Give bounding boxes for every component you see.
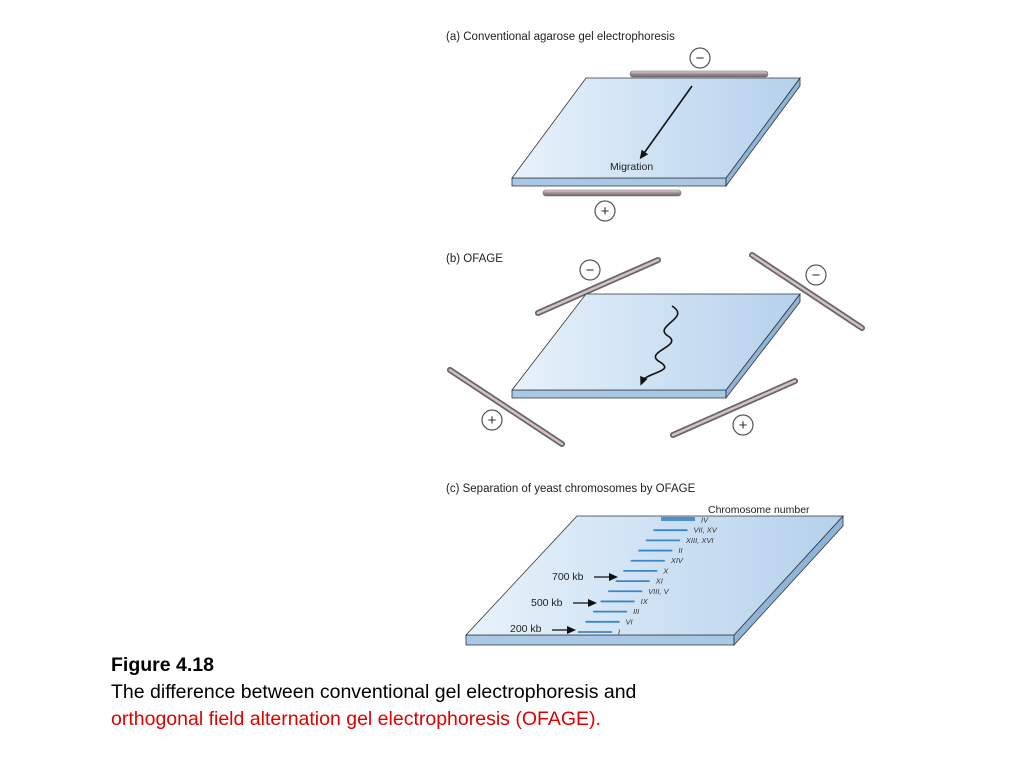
negative-sign-icon: − — [579, 259, 601, 281]
marker-700kb: 700 kb — [552, 571, 618, 583]
chromosome-label: IX — [641, 597, 649, 606]
caption-line-2: orthogonal field alternation gel electro… — [111, 708, 601, 730]
chromosome-label: XI — [655, 577, 663, 586]
chromosome-label: IV — [701, 516, 709, 525]
svg-text:−: − — [812, 267, 821, 284]
figure-caption: Figure 4.18 The difference between conve… — [111, 652, 911, 733]
negative-sign-icon: − — [805, 264, 827, 286]
figure-number: Figure 4.18 — [111, 654, 214, 676]
chromosome-label: VIII, V — [648, 587, 669, 596]
panel-b-title: (b) OFAGE — [446, 253, 503, 265]
panel-b: (b) OFAGE − − + + — [446, 252, 865, 447]
chromosome-label: III — [633, 607, 639, 616]
electrode-positive-bottom — [542, 189, 682, 197]
chromosome-label: XIII, XVI — [685, 536, 714, 545]
gel-slab-c — [465, 514, 844, 647]
svg-text:−: − — [696, 50, 705, 67]
panel-c: (c) Separation of yeast chromosomes by O… — [446, 483, 844, 647]
chromosome-label: I — [618, 628, 620, 637]
negative-sign-icon: − — [689, 47, 711, 69]
svg-text:−: − — [586, 262, 595, 279]
svg-text:+: + — [739, 417, 748, 434]
chromosome-number-header: Chromosome number — [708, 504, 810, 516]
zigzag-migration-arrow-icon — [640, 305, 679, 386]
svg-text:+: + — [488, 412, 497, 429]
positive-sign-icon: + — [732, 414, 754, 436]
gel-slab-b — [511, 292, 801, 400]
chromosome-label: VI — [626, 617, 633, 626]
electrode-negative-top — [629, 70, 769, 78]
marker-200kb: 200 kb — [510, 623, 576, 635]
caption-line-1: The difference between conventional gel … — [111, 681, 637, 703]
gel-diagram: (a) Conventional agarose gel electrophor… — [446, 31, 865, 647]
chromosome-label: XIV — [670, 556, 684, 565]
chromosome-label: X — [662, 566, 669, 575]
svg-text:+: + — [601, 203, 610, 220]
chromosome-label: VII, XV — [693, 526, 717, 535]
panel-a-title: (a) Conventional agarose gel electrophor… — [446, 31, 675, 43]
positive-sign-icon: + — [594, 200, 616, 222]
panel-a: (a) Conventional agarose gel electrophor… — [446, 31, 801, 222]
migration-arrow-icon — [639, 85, 693, 160]
panel-c-title: (c) Separation of yeast chromosomes by O… — [446, 483, 696, 495]
chromosome-label: II — [678, 546, 682, 555]
svg-text:700 kb: 700 kb — [552, 571, 584, 583]
svg-text:500 kb: 500 kb — [531, 597, 563, 609]
gel-slab-a — [511, 76, 801, 188]
migration-label: Migration — [610, 161, 653, 173]
positive-sign-icon: + — [481, 409, 503, 431]
marker-500kb: 500 kb — [531, 597, 597, 609]
svg-text:200 kb: 200 kb — [510, 623, 542, 635]
